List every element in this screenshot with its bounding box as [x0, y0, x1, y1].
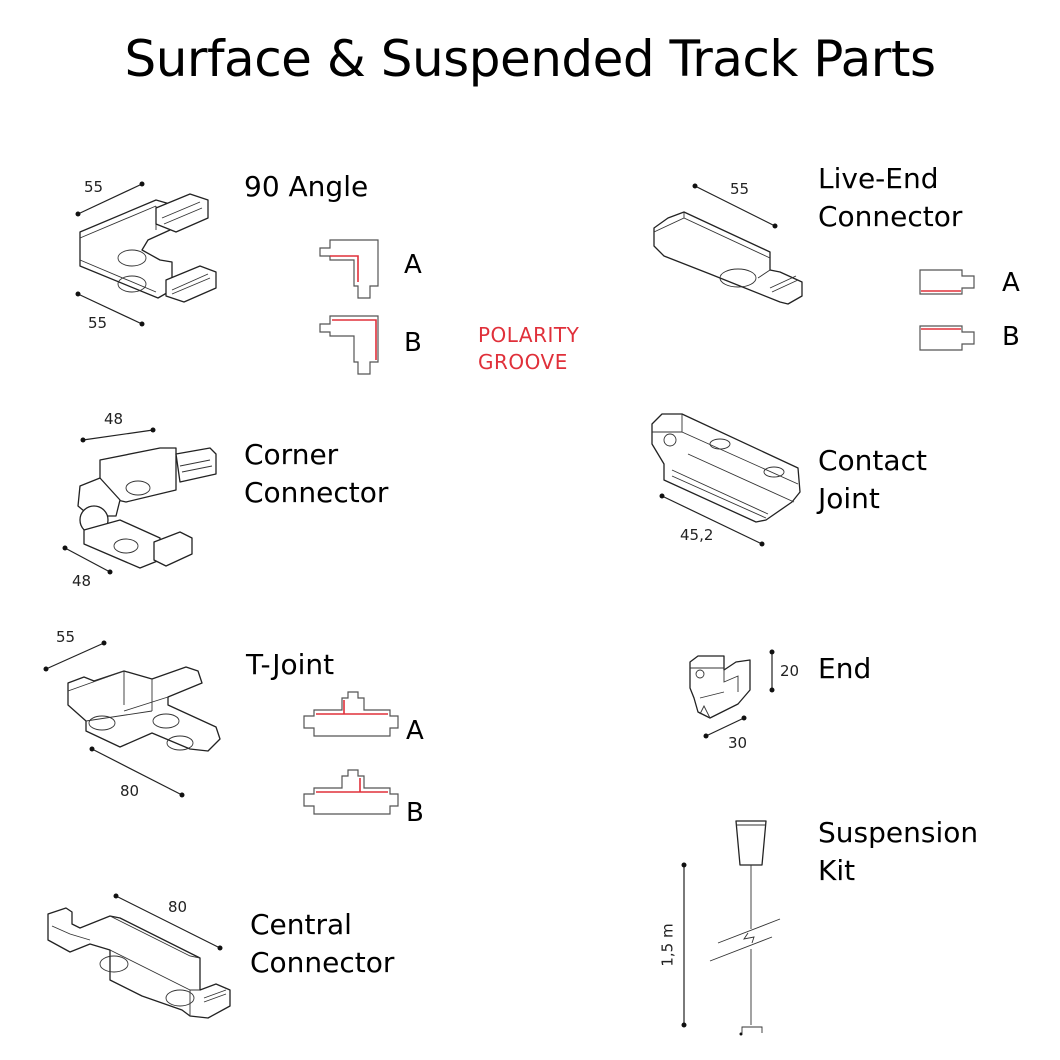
angle90-variant-a-diagram — [319, 239, 379, 299]
tjoint-dim-top: 55 — [56, 628, 76, 646]
liveend-label-line-1: Live-End — [818, 162, 939, 195]
tjoint-dim-bottom: 80 — [120, 782, 140, 800]
tjoint-drawing — [43, 640, 221, 798]
corner-dim-top: 48 — [104, 410, 124, 428]
end-dim-width: 30 — [728, 734, 748, 752]
contact-dim: 45,2 — [680, 526, 714, 544]
central-label-line-2: Connector — [250, 946, 395, 979]
end-label: End — [818, 652, 872, 685]
angle90-dim-top: 55 — [84, 178, 104, 196]
tjoint-variant-b: B — [406, 798, 424, 828]
liveend-variant-b: B — [1002, 322, 1020, 352]
angle90-variant-b: B — [404, 328, 422, 358]
suspension-label: Suspension Kit — [818, 814, 978, 890]
angle90-variant-a: A — [404, 250, 422, 280]
suspension-label-line-1: Suspension — [818, 816, 979, 849]
liveend-variant-a: A — [1002, 268, 1020, 298]
tjoint-variant-a: A — [406, 716, 424, 746]
polarity-line-1: POLARITY — [478, 323, 580, 347]
contact-label-line-1: Contact — [818, 444, 927, 477]
liveend-label-line-2: Connector — [818, 200, 963, 233]
corner-drawing — [62, 427, 217, 575]
central-label-line-1: Central — [250, 908, 352, 941]
central-label: Central Connector — [250, 906, 394, 982]
angle90-variant-b-diagram — [319, 315, 379, 375]
angle90-dim-bottom: 55 — [88, 314, 108, 332]
corner-dim-bottom: 48 — [72, 572, 92, 590]
liveend-drawing — [653, 183, 803, 305]
corner-label: Corner Connector — [244, 436, 388, 512]
tjoint-variant-a-diagram — [303, 691, 399, 737]
suspension-label-line-2: Kit — [818, 854, 856, 887]
tjoint-variant-b-diagram — [303, 769, 399, 815]
liveend-variant-a-diagram — [919, 269, 975, 295]
end-dim-height: 20 — [780, 662, 800, 680]
tjoint-label: T-Joint — [246, 648, 335, 681]
corner-label-line-2: Connector — [244, 476, 389, 509]
contact-drawing — [651, 413, 801, 547]
polarity-groove-legend: POLARITY GROOVE — [478, 322, 579, 376]
liveend-dim: 55 — [730, 180, 750, 198]
suspension-dim: 1,5 m — [658, 923, 677, 967]
central-dim: 80 — [168, 898, 188, 916]
central-drawing — [47, 893, 231, 1019]
page-title: Surface & Suspended Track Parts — [124, 30, 936, 88]
suspension-drawing — [681, 820, 781, 1036]
contact-label-line-2: Joint — [818, 482, 880, 515]
contact-label: Contact Joint — [818, 442, 927, 518]
end-drawing — [689, 649, 775, 739]
angle90-label: 90 Angle — [244, 170, 369, 203]
angle90-drawing — [75, 181, 217, 327]
polarity-line-2: GROOVE — [478, 350, 568, 374]
liveend-label: Live-End Connector — [818, 160, 962, 236]
liveend-variant-b-diagram — [919, 325, 975, 351]
corner-label-line-1: Corner — [244, 438, 339, 471]
